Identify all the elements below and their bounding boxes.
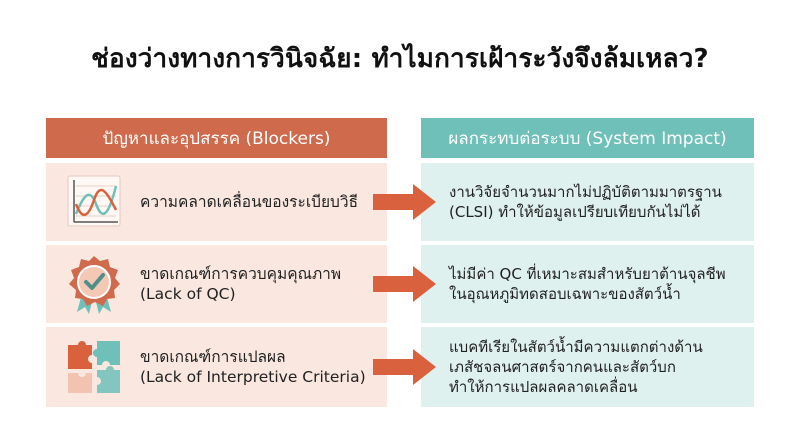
impact-row-1: งานวิจัยจำนวนมากไม่ปฏิบัติตามมาตรฐาน (CL… [421,163,754,241]
blocker-text: (Lack of Interpretive Criteria) [140,368,366,386]
impact-text: (CLSI) ทำให้ข้อมูลเปรียบเทียบกันไม่ได้ [449,203,701,221]
arrow-right-icon [373,349,436,385]
page-title: ช่องว่างทางการวินิจฉัย: ทำไมการเฝ้าระวัง… [91,44,709,74]
impact-text: ไม่มีค่า QC ที่เหมาะสมสำหรับยาต้านจุลชีพ [449,264,726,283]
arrow-right-icon [373,184,436,220]
blocker-row-1: ความคลาดเคลื่อนของระเบียบวิธี [46,163,387,241]
impact-text: งานวิจัยจำนวนมากไม่ปฏิบัติตามมาตรฐาน [449,182,722,201]
blocker-text: ความคลาดเคลื่อนของระเบียบวิธี [140,192,359,211]
system-impact-header: ผลกระทบต่อระบบ (System Impact) [421,118,754,158]
blocker-row-3: ขาดเกณฑ์การแปลผล (Lack of Interpretive C… [46,327,387,407]
quality-badge-icon [62,252,126,316]
blocker-text: (Lack of QC) [140,285,236,303]
blocker-text: ขาดเกณฑ์การแปลผล [140,347,286,366]
impact-text: เภสัชจลนศาสตร์จากคนและสัตว์บก [449,357,676,376]
line-chart-icon [62,170,126,234]
blocker-text: ขาดเกณฑ์การควบคุมคุณภาพ [140,264,342,283]
arrow-right-icon [373,266,436,302]
impact-row-2: ไม่มีค่า QC ที่เหมาะสมสำหรับยาต้านจุลชีพ… [421,245,754,323]
blocker-row-2: ขาดเกณฑ์การควบคุมคุณภาพ (Lack of QC) [46,245,387,323]
impact-text: แบคทีเรียในสัตว์น้ำมีความแตกต่างด้าน [449,337,703,356]
impact-row-3: แบคทีเรียในสัตว์น้ำมีความแตกต่างด้าน เภส… [421,327,754,407]
blockers-header: ปัญหาและอุปสรรค (Blockers) [46,118,387,158]
puzzle-pieces-icon [62,335,126,399]
impact-text: ในอุณหภูมิทดสอบเฉพาะของสัตว์น้ำ [449,285,681,303]
impact-text: ทำให้การแปลผลคลาดเคลื่อน [449,378,638,397]
